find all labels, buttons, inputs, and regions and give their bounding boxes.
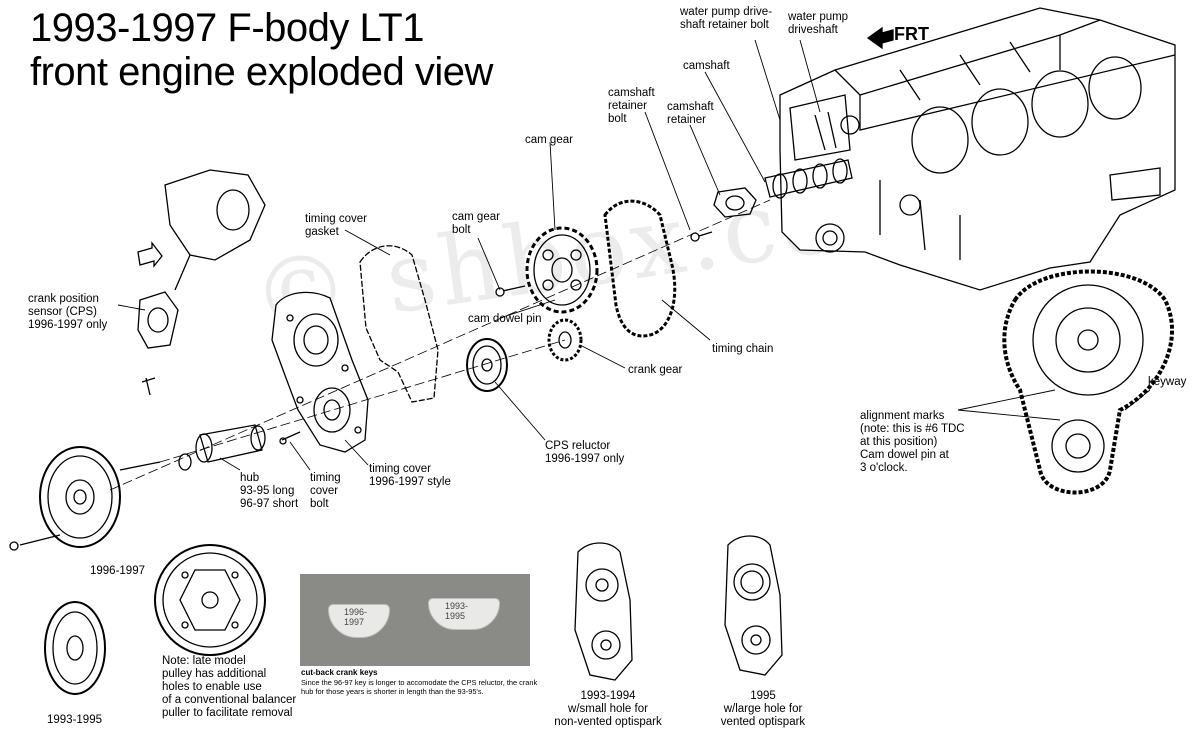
label-camshaft-retainer-bolt: camshaft retainer bolt (608, 87, 655, 125)
label-pulley-note: Note: late model pulley has additional h… (162, 655, 297, 719)
installation-arrow (137, 241, 163, 268)
camshaft (764, 111, 853, 199)
label-keyway: keyway (1148, 376, 1187, 388)
label-alignment-marks: alignment marks (note: this is #6 TDC at… (860, 410, 965, 474)
photo-caption-title: cut-back crank keys (301, 668, 378, 677)
timing-cover-bolt (279, 431, 301, 445)
crank-keys-photo: 1996- 1997 1993- 1995 (300, 574, 530, 666)
cam-gear (525, 226, 599, 314)
label-cam-gear: cam gear (525, 134, 573, 146)
label-cam-gear-bolt: cam gear bolt (452, 211, 500, 236)
engine-block (779, 7, 1176, 291)
label-hub: hub 93-95 long 96-97 short (240, 472, 299, 510)
balancer-detail-view (154, 544, 266, 656)
balancer-1993-1995 (44, 601, 106, 695)
label-crank-gear: crank gear (628, 364, 683, 376)
crank-gear (547, 318, 583, 362)
label-timing-cover-bolt: timing cover bolt (310, 472, 341, 510)
timing-cover (271, 291, 369, 453)
label-water-pump-retainer-bolt: water pump drive- shaft retainer bolt (680, 6, 773, 31)
timing-cover-1995 (724, 535, 783, 676)
crank-key-label-1996-1997: 1996- 1997 (344, 607, 368, 627)
crank-position-sensor (137, 169, 266, 396)
label-cps-reluctor: CPS reluctor 1996-1997 only (545, 440, 625, 465)
timing-cover-gasket (359, 245, 439, 403)
crank-key-1993-1995 (428, 598, 500, 630)
timing-cover-1993-1994 (574, 542, 633, 681)
camshaft-retainer (713, 187, 757, 218)
label-timing-cover-style: timing cover 1996-1997 style (369, 463, 451, 488)
label-timing-chain: timing chain (712, 343, 774, 355)
front-direction-arrow (866, 26, 894, 50)
label-camshaft: camshaft (683, 60, 730, 72)
label-balancer-1996-1997: 1996-1997 (90, 565, 145, 577)
timing-set-detail (1002, 269, 1175, 495)
crank-key-label-1993-1995: 1993- 1995 (445, 601, 469, 621)
balancer-1996-1997 (9, 446, 121, 551)
label-water-pump-driveshaft: water pump driveshaft (788, 11, 849, 36)
photo-caption-body: Since the 96-97 key is longer to accomod… (301, 678, 538, 696)
label-timing-cover-1995: 1995 w/large hole for vented optispark (720, 690, 806, 728)
page-title-line-1: 1993-1997 F-body LT1 (30, 6, 424, 50)
label-cam-dowel-pin: cam dowel pin (468, 313, 542, 325)
hub (119, 424, 266, 471)
frt-label: FRT (894, 24, 929, 44)
cam-gear-bolt (495, 285, 526, 297)
page-title-line-2: front engine exploded view (30, 50, 493, 94)
cps-reluctor (466, 338, 508, 392)
label-timing-cover-1993-1994: 1993-1994 w/small hole for non-vented op… (554, 690, 662, 728)
label-timing-cover-gasket: timing cover gasket (305, 213, 367, 238)
timing-chain (603, 199, 677, 338)
label-balancer-1993-1995: 1993-1995 (47, 714, 102, 726)
label-crank-position-sensor: crank position sensor (CPS) 1996-1997 on… (28, 293, 108, 331)
label-camshaft-retainer: camshaft retainer (667, 101, 714, 126)
